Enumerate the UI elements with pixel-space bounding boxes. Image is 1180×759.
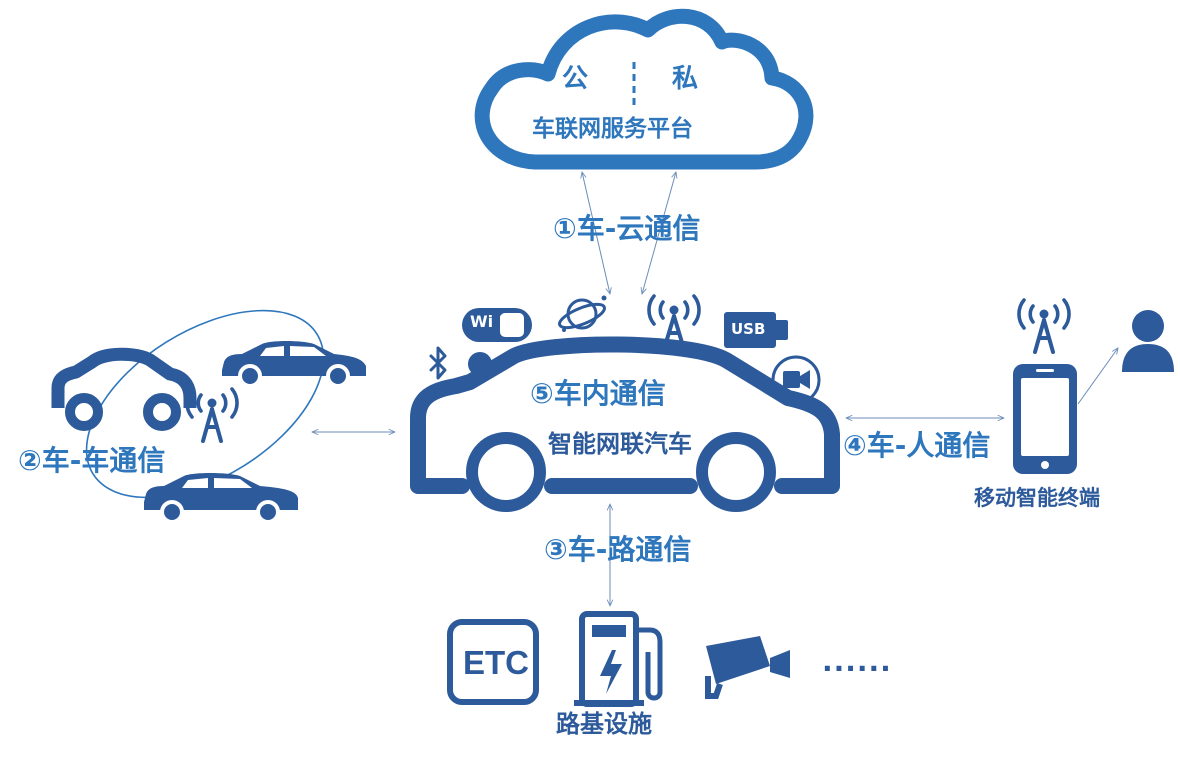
etc-icon [447, 619, 539, 705]
v2c-label: ①车-云通信 [553, 212, 701, 245]
charging-station-icon [574, 611, 663, 707]
cloud-platform [474, 8, 814, 170]
surveillance-camera-icon [705, 636, 790, 699]
v2v-group [51, 309, 366, 524]
car-label: 智能网联汽车 [548, 430, 692, 458]
usb-icon [724, 312, 788, 348]
cloud-public-label: 公 [562, 64, 589, 94]
bluetooth-icon [429, 346, 447, 380]
wifi-text: Wi Fi [470, 312, 516, 331]
satellite-icon [558, 295, 607, 332]
ellipsis: ...... [822, 645, 892, 678]
antenna-icon [185, 387, 239, 443]
sedan-icon [144, 473, 298, 524]
v2r-label: ③车-路通信 [544, 533, 692, 566]
sedan-icon [222, 341, 366, 388]
antenna-icon [1017, 298, 1071, 354]
etc-text: ETC [463, 644, 529, 681]
arrow-v2c-right [642, 172, 676, 294]
user-icon [1122, 310, 1174, 372]
connected-car [410, 336, 840, 512]
wifi-icon [462, 308, 532, 342]
v2p-label: ④车-人通信 [843, 429, 991, 462]
v2v-label: ②车-车通信 [18, 444, 166, 477]
arrow-v2c-left [582, 172, 610, 294]
in-vehicle-label: ⑤车内通信 [530, 377, 666, 410]
compact-car-icon [51, 347, 197, 431]
v2v-ellipse [85, 309, 325, 499]
road-label: 路基设施 [556, 710, 652, 738]
connection-arrows [312, 172, 1118, 606]
cloud-title: 车联网服务平台 [532, 116, 693, 142]
mobile-label: 移动智能终端 [974, 486, 1100, 510]
smartphone-icon [1013, 364, 1077, 474]
usb-text: USB [731, 320, 766, 338]
cloud-private-label: 私 [672, 64, 699, 94]
camera-icon [771, 355, 821, 405]
arrow-phone-user [1077, 348, 1118, 405]
